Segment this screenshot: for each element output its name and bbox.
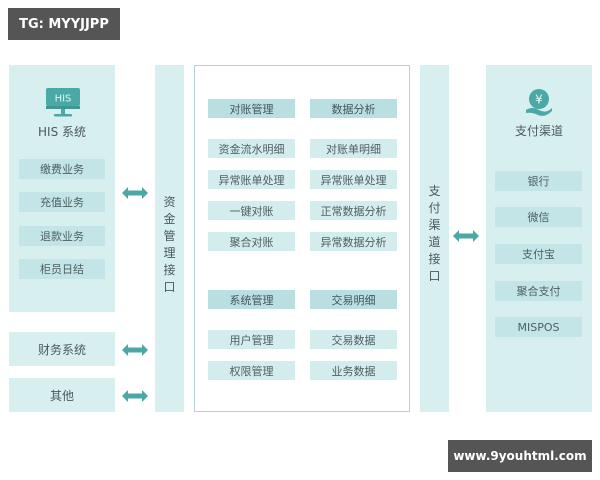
char: 支 <box>428 183 441 198</box>
his-system-panel: HIS HIS 系统 缴费业务 充值业务 退款业务 柜员日结 <box>9 65 115 312</box>
item-abnormal-bill-2[interactable]: 异常账单处理 <box>310 170 397 189</box>
item-one-click-reconcile[interactable]: 一键对账 <box>208 201 295 220</box>
his-system-title: HIS 系统 <box>38 125 86 139</box>
channel-mispos[interactable]: MISPOS <box>495 317 582 337</box>
bidirectional-arrow-icon <box>122 187 148 199</box>
item-normal-data-analysis[interactable]: 正常数据分析 <box>310 201 397 220</box>
bidirectional-arrow-icon <box>122 344 148 356</box>
char: 渠 <box>428 217 441 232</box>
finance-system-box[interactable]: 财务系统 <box>9 332 115 366</box>
payment-channels-panel: ¥ 支付渠道 银行 微信 支付宝 聚合支付 MISPOS <box>486 65 592 412</box>
payment-channel-interface: 支 付 渠 道 接 口 <box>420 65 449 412</box>
item-transaction-data[interactable]: 交易数据 <box>310 330 397 349</box>
his-item-refund[interactable]: 退款业务 <box>19 226 105 246</box>
char: 资 <box>163 194 176 209</box>
monitor-icon: HIS <box>45 88 81 118</box>
item-aggregate-reconcile[interactable]: 聚合对账 <box>208 232 295 251</box>
item-abnormal-bill[interactable]: 异常账单处理 <box>208 170 295 189</box>
char: 接 <box>163 262 176 277</box>
channel-alipay[interactable]: 支付宝 <box>495 244 582 264</box>
char: 口 <box>428 268 441 283</box>
channel-aggregate-pay[interactable]: 聚合支付 <box>495 281 582 301</box>
item-statement-detail[interactable]: 对账单明细 <box>310 139 397 158</box>
watermark-top: TG: MYYJJPP <box>8 8 120 40</box>
char: 理 <box>163 245 176 260</box>
char: 管 <box>163 228 176 243</box>
bidirectional-arrow-icon <box>453 230 479 242</box>
char: 金 <box>163 211 176 226</box>
yuan-hand-icon: ¥ <box>524 88 554 118</box>
channel-bank[interactable]: 银行 <box>495 171 582 191</box>
channel-wechat[interactable]: 微信 <box>495 207 582 227</box>
reconciliation-platform-box: 对账管理 资金流水明细 异常账单处理 一键对账 聚合对账 数据分析 对账单明细 … <box>194 65 410 412</box>
payment-channels-title: 支付渠道 <box>514 124 563 138</box>
char: 付 <box>428 200 441 215</box>
char: 口 <box>163 279 176 294</box>
item-user-management[interactable]: 用户管理 <box>208 330 295 349</box>
group-title-data-analysis[interactable]: 数据分析 <box>310 99 397 118</box>
group-title-system-management[interactable]: 系统管理 <box>208 290 295 309</box>
watermark-bottom: www.9youhtml.com <box>448 440 592 472</box>
his-item-recharge[interactable]: 充值业务 <box>19 192 105 212</box>
group-title-reconciliation[interactable]: 对账管理 <box>208 99 295 118</box>
item-fund-flow-detail[interactable]: 资金流水明细 <box>208 139 295 158</box>
fund-management-interface: 资 金 管 理 接 口 <box>155 65 184 412</box>
char: 道 <box>428 234 441 249</box>
item-abnormal-data-analysis[interactable]: 异常数据分析 <box>310 232 397 251</box>
other-system-box[interactable]: 其他 <box>9 378 115 412</box>
his-item-payment[interactable]: 缴费业务 <box>19 159 105 179</box>
his-item-teller-settlement[interactable]: 柜员日结 <box>19 259 105 279</box>
item-business-data[interactable]: 业务数据 <box>310 361 397 380</box>
svg-text:HIS: HIS <box>55 94 72 105</box>
svg-text:¥: ¥ <box>535 93 543 107</box>
char: 接 <box>428 251 441 266</box>
item-permission-management[interactable]: 权限管理 <box>208 361 295 380</box>
bidirectional-arrow-icon <box>122 390 148 402</box>
group-title-transaction-detail[interactable]: 交易明细 <box>310 290 397 309</box>
